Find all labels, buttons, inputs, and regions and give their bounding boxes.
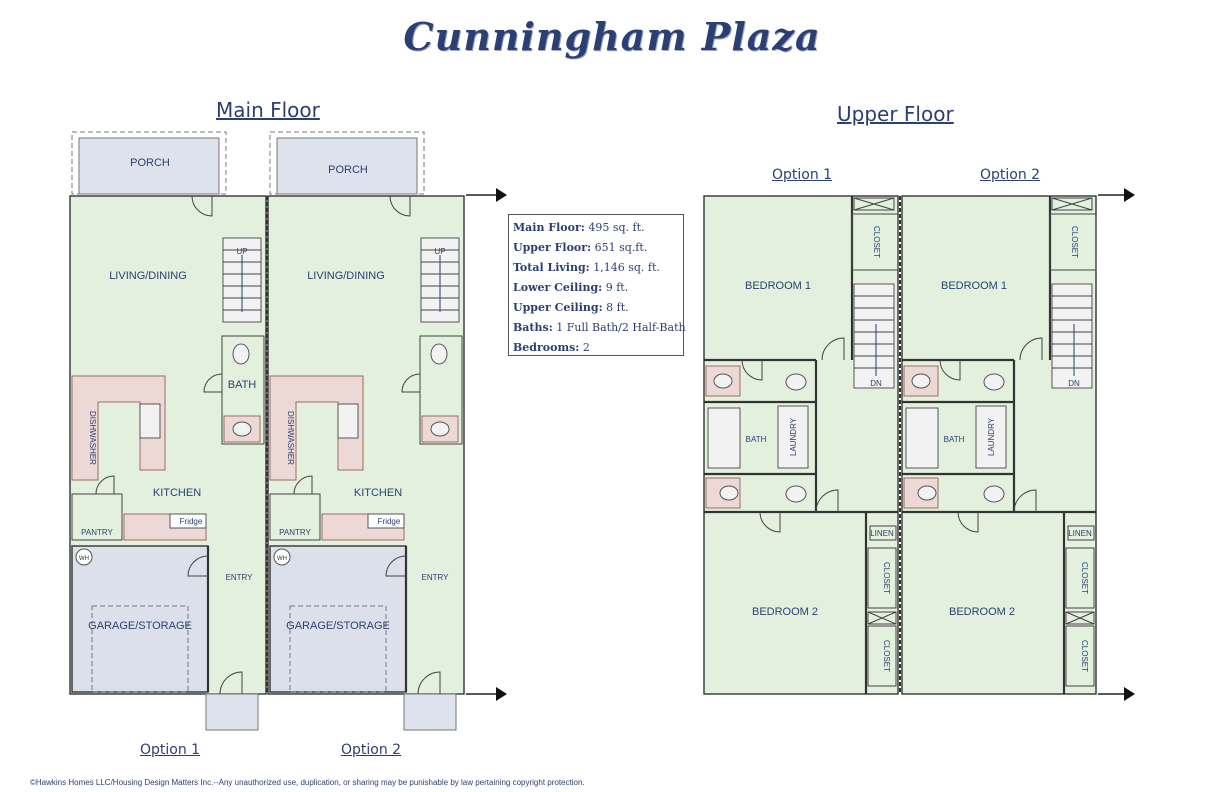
closet-b2-1b	[867, 625, 897, 687]
garage-2	[269, 545, 407, 693]
half-bath-2	[419, 335, 463, 445]
upper-toilet-1b	[785, 485, 807, 503]
kitchen-sink-1	[139, 403, 161, 439]
closet-2c-label: CLOSET	[1080, 640, 1089, 672]
linen-2	[1067, 525, 1095, 541]
kitchen-counter-2	[269, 375, 364, 481]
garage-door-2	[289, 605, 387, 693]
closet-1b-label: CLOSET	[882, 562, 891, 594]
wh-2-label: WH	[277, 556, 287, 562]
laundry-1-label: LAUNDRY	[789, 417, 798, 456]
closet-b2-1a	[867, 547, 897, 609]
bathtub-2	[905, 407, 939, 469]
porch-2	[276, 137, 418, 195]
kitchen-sink-2	[337, 403, 359, 439]
bathtub-1	[707, 407, 741, 469]
laundry-2	[975, 405, 1007, 469]
laundry-2-label: LAUNDRY	[987, 417, 996, 456]
upper-toilet-1a	[785, 373, 807, 391]
upper-option-1-label: Option 1	[772, 167, 833, 183]
garage-1	[71, 545, 209, 693]
upper-option-2-label: Option 2	[980, 167, 1041, 183]
main-floor-heading: Main Floor	[216, 98, 320, 122]
main-option-2-label: Option 2	[341, 742, 402, 758]
garage-1-label: GARAGE/STORAGE	[88, 620, 192, 632]
spec-row: Main Floor: 495 sq. ft.	[513, 221, 645, 234]
fridge-box-2	[367, 513, 405, 529]
upper-floor-plan: BEDROOM 1 BEDROOM 2 BATH LAUNDRY CLOSET …	[703, 188, 1135, 701]
garage-2-label: GARAGE/STORAGE	[286, 620, 390, 632]
spec-row: Upper Ceiling: 8 ft.	[513, 301, 629, 314]
toilet-1	[232, 343, 250, 365]
upper-stairs-2	[1051, 283, 1093, 389]
bedroom1-u1-label: BEDROOM 1	[745, 280, 811, 292]
living-1-label: LIVING/DINING	[109, 270, 187, 282]
stoop-1	[205, 693, 259, 731]
dishwasher-2-label: DISHWASHER	[286, 411, 295, 465]
spec-row: Baths: 1 Full Bath/2 Half-Bath	[513, 321, 686, 334]
kitchen-1-label: KITCHEN	[153, 487, 201, 499]
pantry-2-label: PANTRY	[279, 528, 311, 537]
kitchen-counter-1	[71, 375, 166, 481]
entry-2-label: ENTRY	[422, 573, 450, 582]
page-title: Cunningham Plaza	[403, 14, 821, 59]
porch-2-label: PORCH	[328, 164, 368, 176]
spec-row: Upper Floor: 651 sq.ft.	[513, 241, 648, 254]
dn-1-label: DN	[870, 379, 882, 388]
upper-toilet-2b	[983, 485, 1005, 503]
closet-b2-2b	[1065, 625, 1095, 687]
upper-toilet-2a	[983, 373, 1005, 391]
linen-2-label: LINEN	[1068, 529, 1092, 538]
upper-stairs-1	[853, 283, 895, 389]
toilet-2	[430, 343, 448, 365]
linen-1	[869, 525, 897, 541]
pantry-1	[71, 493, 123, 541]
dn-2-label: DN	[1068, 379, 1080, 388]
half-bath-1	[221, 335, 265, 445]
wh-1-label: WH	[79, 556, 89, 562]
closet-1c-label: CLOSET	[882, 640, 891, 672]
laundry-1	[777, 405, 809, 469]
garage-door-1	[91, 605, 189, 693]
porch-1	[78, 137, 220, 195]
spec-row: Total Living: 1,146 sq. ft.	[513, 261, 660, 274]
copyright-notice: ©Hawkins Homes LLC/Housing Design Matter…	[30, 778, 585, 787]
main-option-1-label: Option 1	[140, 742, 201, 758]
bedroom2-u1-label: BEDROOM 2	[752, 606, 818, 618]
porch-1-label: PORCH	[130, 157, 170, 169]
closet-1a-label: CLOSET	[872, 226, 881, 258]
stoop-2	[403, 693, 457, 731]
entry-1-label: ENTRY	[226, 573, 254, 582]
pantry-2	[269, 493, 321, 541]
living-2-label: LIVING/DINING	[307, 270, 385, 282]
spec-row: Lower Ceiling: 9 ft.	[513, 281, 629, 294]
upper-bath-2-label: BATH	[944, 435, 965, 444]
closet-2a-label: CLOSET	[1070, 226, 1079, 258]
upper-floor-heading: Upper Floor	[837, 102, 954, 126]
fridge-1-label: Fridge	[180, 517, 203, 526]
up-2-label: UP	[434, 247, 445, 256]
main-floor-plan: PORCH LIVING/DINING BATH KITCHEN PANTRY …	[69, 131, 507, 731]
fridge-box-1	[169, 513, 207, 529]
closet-b1-2	[1049, 213, 1097, 271]
linen-1-label: LINEN	[870, 529, 894, 538]
dishwasher-1-label: DISHWASHER	[88, 411, 97, 465]
pantry-1-label: PANTRY	[81, 528, 113, 537]
kitchen-2-label: KITCHEN	[354, 487, 402, 499]
bath-1-label: BATH	[228, 379, 257, 391]
bedroom2-u2-label: BEDROOM 2	[949, 606, 1015, 618]
closet-b1-1	[851, 213, 899, 271]
specs-table: Main Floor: 495 sq. ft. Upper Floor: 651…	[508, 214, 686, 356]
fridge-2-label: Fridge	[378, 517, 401, 526]
upper-bath-1-label: BATH	[746, 435, 767, 444]
up-1-label: UP	[236, 247, 247, 256]
spec-row: Bedrooms: 2	[513, 341, 590, 354]
closet-2b-label: CLOSET	[1080, 562, 1089, 594]
bedroom1-u2-label: BEDROOM 1	[941, 280, 1007, 292]
closet-b2-2a	[1065, 547, 1095, 609]
